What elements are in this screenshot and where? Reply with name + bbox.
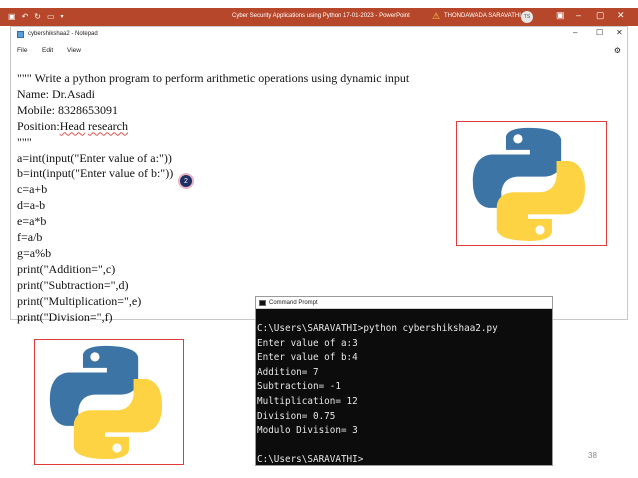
code-line: g=a%b xyxy=(17,245,52,260)
menu-file[interactable]: File xyxy=(17,47,28,54)
code-line: """ xyxy=(17,134,32,149)
code-line: print("Subtraction=",d) xyxy=(17,277,129,292)
minimize-icon[interactable]: – xyxy=(576,10,582,20)
spell-flagged-word: research xyxy=(88,118,128,133)
quick-access-toolbar: ▣ ↶ ↻ ▭ ▾ xyxy=(0,13,64,21)
console-line: Subtraction= -1 xyxy=(257,381,341,393)
console-line: Enter value of a:3 xyxy=(257,337,358,349)
console-line: Division= 0.75 xyxy=(257,410,336,422)
code-line: a=int(input("Enter value of a:")) xyxy=(17,150,172,165)
slide-page-number: 38 xyxy=(588,451,597,460)
spell-flagged-word: Head xyxy=(59,118,86,133)
notepad-text-area[interactable]: """ Write a python program to perform ar… xyxy=(17,71,409,326)
settings-gear-icon[interactable]: ⚙ xyxy=(613,46,621,55)
code-line: Mobile: 8328653091 xyxy=(17,102,118,117)
user-name[interactable]: THONDAWADA SARAVATHI xyxy=(444,13,521,19)
python-logo-image-right xyxy=(456,121,607,246)
notepad-title-bar: cybershikshaa2 - Notepad – ☐ ✕ xyxy=(11,27,627,41)
notepad-maximize-icon[interactable]: ☐ xyxy=(596,28,604,37)
console-line: C:\Users\SARAVATHI> xyxy=(257,454,364,466)
code-line-position: Position:Head research xyxy=(17,119,409,135)
code-line: print("Multiplication=",e) xyxy=(17,293,142,308)
code-line: b=int(input("Enter value of b:")) xyxy=(17,166,174,181)
cmd-icon xyxy=(259,299,266,306)
undo-icon[interactable]: ↶ xyxy=(21,12,29,21)
code-line: f=a/b xyxy=(17,230,43,245)
command-prompt-window[interactable]: Command Prompt C:\Users\SARAVATHI>python… xyxy=(255,296,553,466)
console-line: Modulo Division= 3 xyxy=(257,425,358,437)
console-line: Enter value of b:4 xyxy=(257,352,358,364)
menu-edit[interactable]: Edit xyxy=(42,47,54,54)
code-line: Name: Dr.Asadi xyxy=(17,86,95,101)
ribbon-options-icon[interactable]: ▣ xyxy=(556,10,565,20)
code-line: e=a*b xyxy=(17,214,47,229)
code-line: """ Write a python program to perform ar… xyxy=(17,71,410,85)
notepad-close-icon[interactable]: ✕ xyxy=(616,28,623,37)
code-line: d=a-b xyxy=(17,198,46,213)
customize-icon[interactable]: ▾ xyxy=(60,14,64,20)
avatar[interactable]: TS xyxy=(521,11,533,23)
notepad-menu-bar: File Edit View ⚙ xyxy=(11,46,627,61)
step-number-badge: 2 xyxy=(178,173,194,189)
code-line: c=a+b xyxy=(17,182,48,197)
console-line xyxy=(257,439,498,454)
command-prompt-title-bar: Command Prompt xyxy=(256,297,552,309)
warning-icon: ⚠ xyxy=(432,11,441,21)
python-logo-icon xyxy=(472,127,586,241)
powerpoint-title: Cyber Security Applications using Python… xyxy=(232,13,410,19)
redo-icon[interactable]: ↻ xyxy=(34,12,41,21)
console-output[interactable]: C:\Users\SARAVATHI>python cybershikshaa2… xyxy=(257,322,498,468)
command-prompt-title: Command Prompt xyxy=(269,299,318,306)
console-line: Addition= 7 xyxy=(257,366,319,378)
notepad-minimize-icon[interactable]: – xyxy=(573,28,578,37)
powerpoint-title-bar: ▣ ↶ ↻ ▭ ▾ Cyber Security Applications us… xyxy=(0,8,638,26)
console-line: C:\Users\SARAVATHI>python cybershikshaa2… xyxy=(257,323,498,334)
close-icon[interactable]: ✕ xyxy=(617,10,625,20)
python-logo-icon xyxy=(49,345,163,459)
python-logo-image-left xyxy=(34,339,184,465)
restore-icon[interactable]: ▢ xyxy=(596,10,605,20)
notepad-icon xyxy=(17,30,24,38)
code-line: print("Addition=",c) xyxy=(17,261,116,276)
notepad-title: cybershikshaa2 - Notepad xyxy=(28,31,98,37)
start-slideshow-icon[interactable]: ▭ xyxy=(46,12,55,21)
code-line: print("Division=",f) xyxy=(17,309,113,324)
save-icon[interactable]: ▣ xyxy=(8,12,16,21)
position-prefix: Position: xyxy=(17,118,60,133)
console-line: Multiplication= 12 xyxy=(257,395,358,407)
menu-view[interactable]: View xyxy=(67,47,81,54)
